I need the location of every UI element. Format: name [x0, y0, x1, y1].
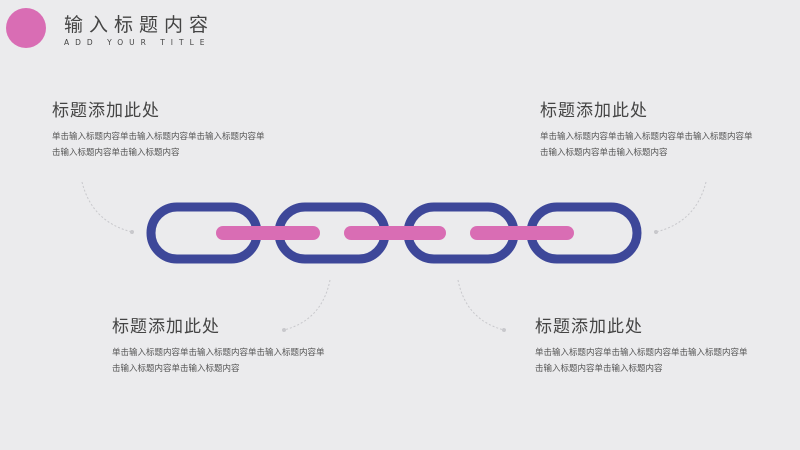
- chain-bar-1: [216, 226, 320, 240]
- chain-bar-2: [344, 226, 446, 240]
- text-block-bottom-left: 标题添加此处 单击输入标题内容单击输入标题内容单击输入标题内容单击输入标题内容单…: [112, 312, 332, 377]
- page-title: 输入标题内容: [64, 14, 215, 36]
- block-body: 单击输入标题内容单击输入标题内容单击输入标题内容单击输入标题内容单击输入标题内容: [112, 348, 325, 374]
- text-block-top-right: 标题添加此处 单击输入标题内容单击输入标题内容单击输入标题内容单击输入标题内容单…: [540, 96, 760, 161]
- connector-line-bottom-right: [457, 279, 506, 332]
- block-body: 单击输入标题内容单击输入标题内容单击输入标题内容单击输入标题内容单击输入标题内容: [52, 132, 265, 158]
- connector-line-top-left: [81, 181, 134, 234]
- text-block-bottom-right: 标题添加此处 单击输入标题内容单击输入标题内容单击输入标题内容单击输入标题内容单…: [535, 312, 755, 377]
- block-title: 标题添加此处: [540, 101, 648, 121]
- block-title: 标题添加此处: [52, 101, 160, 121]
- text-block-top-left: 标题添加此处 单击输入标题内容单击输入标题内容单击输入标题内容单击输入标题内容单…: [52, 96, 272, 161]
- page-subtitle: ADD YOUR TITLE: [64, 38, 211, 47]
- block-title: 标题添加此处: [112, 317, 220, 337]
- connector-line-top-right: [654, 181, 707, 234]
- chain-bar-3: [470, 226, 574, 240]
- block-body: 单击输入标题内容单击输入标题内容单击输入标题内容单击输入标题内容单击输入标题内容: [540, 132, 753, 158]
- block-body: 单击输入标题内容单击输入标题内容单击输入标题内容单击输入标题内容单击输入标题内容: [535, 348, 748, 374]
- connector-line-bottom-left: [282, 279, 331, 332]
- logo-circle-icon: [6, 8, 46, 48]
- block-title: 标题添加此处: [535, 317, 643, 337]
